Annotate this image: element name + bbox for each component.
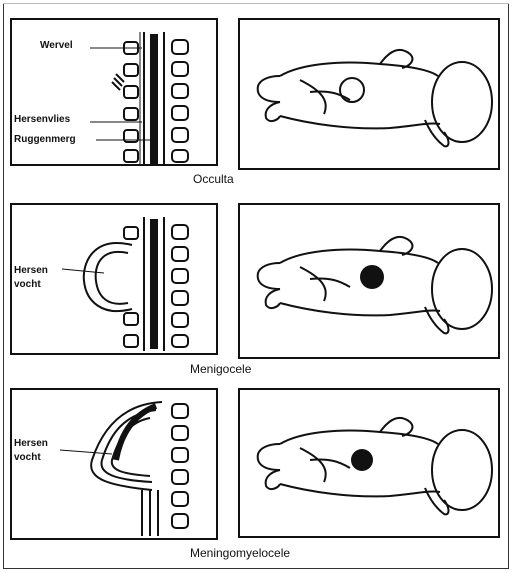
top-line (3, 3, 509, 4)
label-vocht-3: vocht (14, 452, 41, 463)
baby-panel-meningomyelocele (238, 388, 500, 538)
baby-panel-occulta (238, 18, 500, 170)
label-hersen-2: Hersen (14, 265, 48, 276)
label-ruggenmerg: Ruggenmerg (14, 134, 76, 145)
spine-drawing-meningomyelocele (12, 390, 218, 540)
spine-panel-meningomyelocele: Hersen vocht (10, 388, 218, 540)
spine-panel-menigocele: Hersen vocht (10, 203, 218, 355)
spine-panel-occulta: Wervel Hersenvlies Ruggenmerg (10, 18, 218, 166)
label-hersen-3: Hersen (14, 438, 48, 449)
caption-menigocele: Menigocele (190, 362, 251, 376)
baby-drawing-meningomyelocele (240, 390, 500, 538)
caption-occulta: Occulta (193, 172, 234, 186)
label-wervel: Wervel (40, 40, 73, 51)
baby-drawing-occulta (240, 20, 500, 170)
caption-meningomyelocele: Meningomyelocele (190, 546, 290, 560)
label-vocht-2: vocht (14, 279, 41, 290)
spine-drawing-menigocele (12, 205, 218, 355)
label-hersenvlies: Hersenvlies (14, 114, 70, 125)
baby-drawing-menigocele (240, 205, 500, 359)
baby-panel-menigocele (238, 203, 500, 359)
